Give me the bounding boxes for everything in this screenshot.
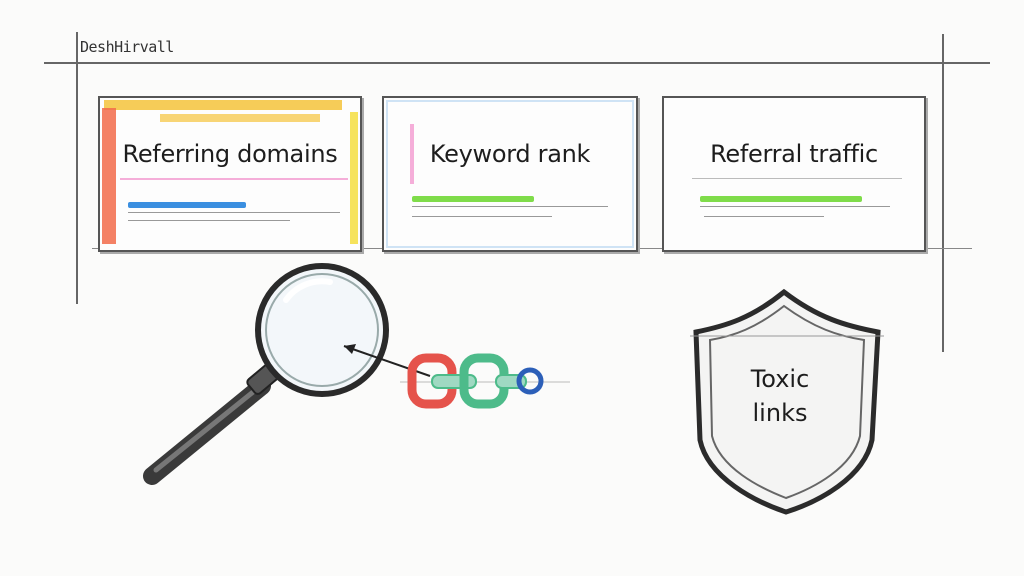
- metric-card-keyword-rank[interactable]: Keyword rank: [382, 96, 638, 252]
- pointer-arrowhead: [344, 344, 356, 354]
- metric-bar: [128, 202, 246, 208]
- card-label: Referring domains: [122, 140, 338, 168]
- label-underline: [120, 178, 348, 180]
- accent-stripe-right: [350, 112, 358, 244]
- link-chain-icon: [400, 353, 570, 409]
- frame-left-rule: [76, 32, 78, 304]
- highlight-top-yellow-2: [160, 114, 320, 122]
- card-label: Referral traffic: [710, 140, 878, 168]
- metric-line-1: [412, 206, 608, 207]
- shield-icon: [690, 288, 884, 515]
- shield-label-line-2: links: [752, 399, 808, 427]
- metric-line-1: [128, 212, 340, 213]
- metric-line-2: [128, 220, 290, 221]
- metric-line-1: [700, 206, 890, 207]
- card-label: Keyword rank: [429, 140, 591, 168]
- metric-card-referring-domains[interactable]: Referring domains: [98, 96, 362, 252]
- frame-right-rule: [942, 34, 944, 352]
- shield-label-line-1: Toxic: [750, 365, 810, 393]
- dashboard-title: DeshHirvall: [80, 38, 174, 56]
- accent-stripe-left: [102, 108, 116, 244]
- metric-bar: [700, 196, 862, 202]
- magnifying-glass-icon: [143, 263, 389, 485]
- accent-stripe-left: [410, 124, 414, 184]
- shield-label: Toxic links: [730, 362, 830, 430]
- frame-top-rule: [44, 62, 990, 64]
- label-underline: [692, 178, 902, 179]
- metric-card-referral-traffic[interactable]: Referral traffic: [662, 96, 926, 252]
- metric-line-2: [704, 216, 824, 217]
- metric-bar: [412, 196, 534, 202]
- highlight-top-yellow: [104, 100, 342, 110]
- card-tint-border: [386, 100, 634, 248]
- metric-line-2: [412, 216, 552, 217]
